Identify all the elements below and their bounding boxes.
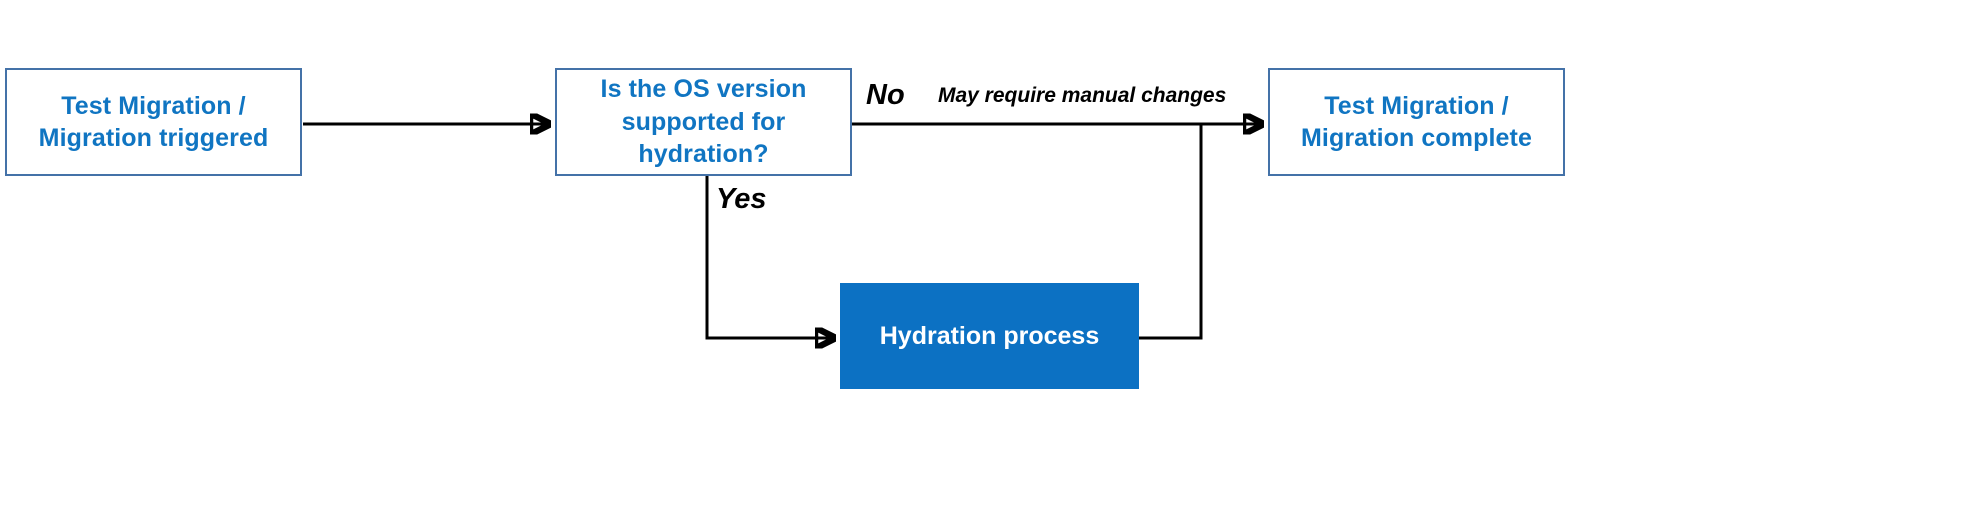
connector-hydration-to-complete: [1139, 124, 1203, 340]
node-label: Test Migration / Migration complete: [1301, 91, 1532, 153]
node-test-migration-triggered[interactable]: Test Migration / Migration triggered: [5, 68, 302, 176]
annotation-manual-changes-note: May require manual changes: [938, 84, 1227, 107]
edge-label-yes: Yes: [716, 183, 767, 215]
node-hydration-process[interactable]: Hydration process: [840, 283, 1139, 389]
node-test-migration-complete[interactable]: Test Migration / Migration complete: [1268, 68, 1565, 176]
node-label: Test Migration / Migration triggered: [38, 91, 269, 153]
edge-label-no: No: [866, 79, 905, 111]
node-os-version-supported-decision[interactable]: Is the OS version supported for hydratio…: [555, 68, 852, 176]
node-label: Hydration process: [879, 321, 1100, 350]
node-label: Is the OS version supported for hydratio…: [600, 75, 807, 169]
